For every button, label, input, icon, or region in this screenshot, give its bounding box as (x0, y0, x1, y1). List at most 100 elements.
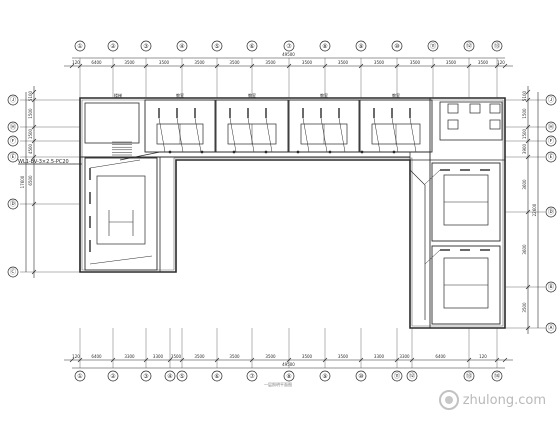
dimension-tick (322, 63, 328, 69)
axis-label-right-circle (545, 151, 557, 163)
dimension-value: 1500 (522, 108, 527, 119)
dimension-chains: 120 6400 3500 3500 3500 3500 3500 3500 3500 3500 3… (20, 52, 539, 369)
axis-label-bottom-circle (176, 370, 188, 382)
dimension-value: 3500 (229, 354, 240, 359)
axis-label-left: Ⓒ (10, 268, 16, 276)
branch-wire (158, 117, 166, 153)
axis-label-bottom: ⑥ (214, 373, 219, 380)
dimension-value: 3500 (302, 60, 313, 65)
dimension-value: 5100 (28, 90, 33, 101)
switch-node (200, 150, 204, 154)
toilet-fixture (447, 103, 459, 114)
dimension-tick (358, 357, 364, 363)
branch-wire (302, 117, 310, 153)
dimension-value: 1500 (28, 128, 33, 139)
dimension-value: 5100 (522, 90, 527, 101)
dimension-tick (31, 154, 37, 160)
dimension-total: 17600 (20, 175, 25, 188)
axis-label-bottom-circle (283, 370, 295, 382)
dimension-tick (494, 357, 500, 363)
dimension-tick (31, 201, 37, 207)
dimension-tick (31, 269, 37, 275)
axis-label-bottom-circle (164, 370, 176, 382)
axis-label-right-circle (545, 94, 557, 106)
east-branch-wire (424, 249, 441, 265)
axis-label-left-circle (7, 266, 19, 278)
dimension-value: 3500 (446, 60, 457, 65)
axis-label-right-circle (545, 281, 557, 293)
dimension-tick (322, 357, 328, 363)
switch-node (232, 150, 236, 154)
axis-label-top: ④ (179, 43, 184, 50)
axis-label-bottom: ⑭ (494, 372, 500, 380)
dimension-value: 6400 (91, 354, 102, 359)
dimension-tick (525, 124, 531, 130)
dimension-value: 6500 (28, 175, 33, 186)
dimension-value: 3500 (229, 60, 240, 65)
toilet-fixture (469, 103, 481, 114)
axis-label-bottom: ④ (167, 373, 172, 380)
axis-label-bottom: ⑧ (286, 373, 291, 380)
axis-label-left-circle (7, 198, 19, 210)
axis-label-left: Ⓙ (10, 96, 16, 104)
dimension-tick (466, 357, 472, 363)
switch-node (264, 150, 268, 154)
axis-label-bottom-circle (140, 370, 152, 382)
toilet-fixture (447, 119, 459, 130)
axis-label-bottom-circle (211, 370, 223, 382)
axis-label-bottom: ⑨ (322, 373, 327, 380)
dimension-tick (110, 63, 116, 69)
west-branch-wire (89, 159, 153, 265)
axis-label-top-circle (140, 40, 152, 52)
toilet-fixture (489, 119, 501, 130)
dimension-tick (394, 63, 400, 69)
west-classroom (84, 157, 158, 271)
dimension-tick (31, 97, 37, 103)
axis-label-left: Ⓓ (10, 200, 16, 208)
axis-label-right: Ⓑ (548, 283, 554, 291)
east-classroom (431, 245, 501, 325)
watermark: zhulong.com (438, 390, 546, 410)
dimension-tick (69, 63, 75, 69)
switch-node (168, 150, 172, 154)
dimension-value: 4500 (28, 143, 33, 154)
dimension-value: 6400 (435, 354, 446, 359)
dimension-tick (77, 357, 83, 363)
dimension-value: 120 (479, 354, 487, 359)
axis-label-left: Ⓔ (10, 153, 16, 161)
axis-label-top-circle (246, 40, 258, 52)
dimension-tick (249, 63, 255, 69)
dimension-tick (31, 138, 37, 144)
dimension-tick (214, 63, 220, 69)
dimension-tick (409, 357, 415, 363)
dimension-tick (110, 357, 116, 363)
dimension-value: 3500 (194, 354, 205, 359)
dimension-value: 3500 (478, 60, 489, 65)
axis-label-top: ⑪ (430, 42, 436, 50)
axis-label-top-circle (74, 40, 86, 52)
west-desk-block (96, 175, 146, 245)
outer-wall (79, 97, 506, 329)
axis-label-top-circle (283, 40, 295, 52)
axis-label-top: ② (110, 43, 116, 50)
dimension-tick (249, 357, 255, 363)
axis-label-bottom-circle (74, 370, 86, 382)
axis-label-bottom: ⑬ (466, 372, 472, 380)
axis-label-left-circle (7, 135, 19, 147)
switch-node (360, 150, 364, 154)
branch-wire (247, 117, 255, 153)
drawing-caption: 一层照明平面图 (264, 381, 292, 387)
dimension-value: 3500 (302, 354, 313, 359)
axis-label-top: ⑫ (466, 42, 472, 50)
dimension-value: 3500 (265, 354, 276, 359)
axis-label-bottom-circle (107, 370, 119, 382)
watermark-text: zhulong.com (462, 392, 546, 408)
dimension-tick (525, 97, 531, 103)
axis-label-bottom-circle (463, 370, 475, 382)
axis-label-top-circle (107, 40, 119, 52)
dimension-tick (179, 63, 185, 69)
dimension-total: 22600 (532, 203, 537, 216)
dimension-value: 3300 (124, 354, 135, 359)
